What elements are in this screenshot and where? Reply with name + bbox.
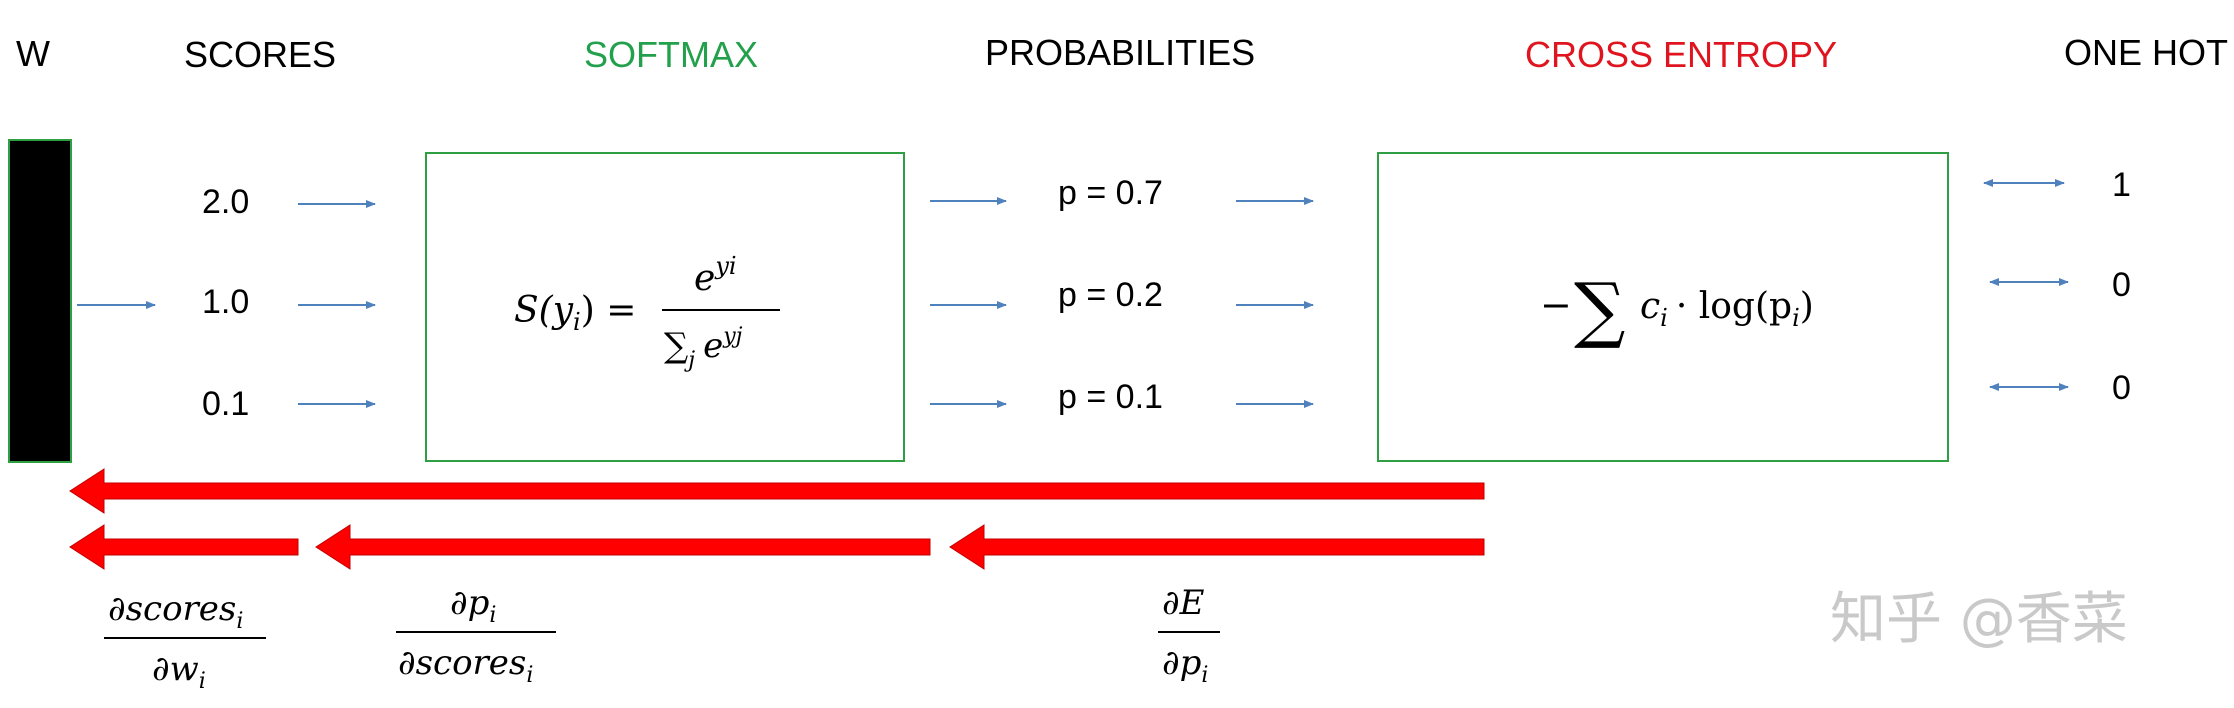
one-hot-value: 0: [2112, 266, 2131, 304]
backprop-arrow-w: [69, 524, 299, 570]
probability-value: p = 0.7: [1058, 174, 1163, 212]
one-hot-value: 0: [2112, 369, 2131, 407]
backprop-arrow-probabilities: [949, 524, 1485, 570]
header-softmax: SOFTMAX: [584, 34, 758, 75]
svg-text:S(yi) =: S(yi) =: [514, 290, 636, 336]
svg-text:∂wi: ∂wi: [152, 649, 206, 694]
gradient-dscores-dw: ∂scoresi ∂wi: [104, 589, 266, 694]
svg-text:∂E: ∂E: [1162, 583, 1205, 623]
svg-text:eyi: eyi: [694, 252, 737, 299]
softmax-box: [425, 152, 905, 462]
header-cross-entropy: CROSS ENTROPY: [1525, 34, 1837, 75]
svg-text:∂pi: ∂pi: [1162, 643, 1208, 688]
svg-text:ci· log(pi): ci· log(pi): [1640, 286, 1814, 332]
score-value: 0.1: [202, 385, 249, 423]
cross-entropy-formula: − ∑ ci· log(pi): [1540, 267, 1814, 351]
svg-text:∂scoresi: ∂scoresi: [108, 589, 243, 634]
one-hot-value: 1: [2112, 166, 2131, 204]
cross-entropy-box: [1377, 152, 1949, 462]
gradient-dp-dscores: ∂pi ∂scoresi: [396, 583, 556, 688]
gradient-dE-dp: ∂E ∂pi: [1158, 583, 1220, 688]
backprop-arrow-full: [69, 468, 1485, 514]
watermark: 知乎 @香菜: [1830, 587, 2128, 652]
backprop-arrow-scores: [315, 524, 931, 570]
header-scores: SCORES: [184, 34, 336, 75]
probability-value: p = 0.2: [1058, 276, 1163, 314]
svg-text:∂scoresi: ∂scoresi: [398, 643, 533, 688]
svg-text:−: −: [1540, 283, 1572, 327]
score-value: 2.0: [202, 183, 249, 221]
header-w: W: [16, 33, 50, 74]
score-value: 1.0: [202, 283, 249, 321]
svg-text:∂pi: ∂pi: [450, 583, 496, 628]
w-weight-block: [8, 139, 72, 463]
svg-text:∑: ∑: [1574, 267, 1625, 351]
header-probabilities: PROBABILITIES: [985, 32, 1255, 73]
header-one-hot: ONE HOT: [2064, 32, 2228, 73]
probability-value: p = 0.1: [1058, 378, 1163, 416]
